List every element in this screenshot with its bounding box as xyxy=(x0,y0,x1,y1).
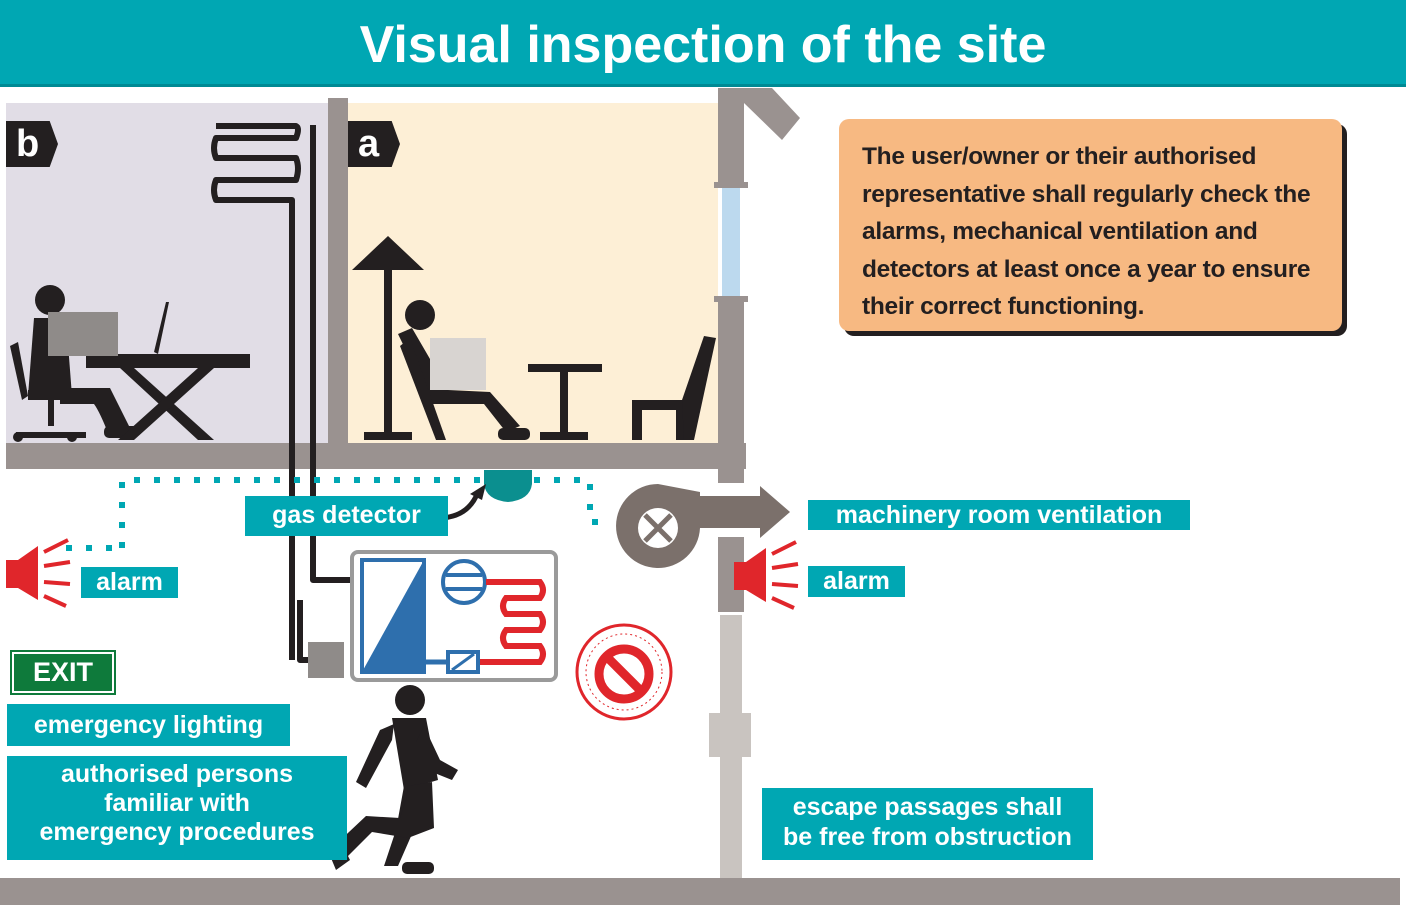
chimney-cap xyxy=(744,88,800,140)
window-pane xyxy=(722,188,740,298)
authorised-line-1: authorised persons xyxy=(61,760,293,788)
exit-sign-text: EXIT xyxy=(14,654,112,691)
alarm-wiring xyxy=(66,477,610,551)
lower-wall xyxy=(709,615,751,878)
room-a-background xyxy=(348,103,718,443)
room-label-b: b xyxy=(6,121,58,167)
inspection-notice: The user/owner or their authorised repre… xyxy=(839,119,1342,331)
escape-line-2: be free from obstruction xyxy=(783,823,1072,851)
heat-pump-unit-icon xyxy=(308,550,558,682)
monitor xyxy=(48,312,118,356)
alarm-label-right: alarm xyxy=(808,566,905,597)
walls xyxy=(0,88,1400,905)
no-entry-icon xyxy=(575,623,673,721)
alarm-siren-icon xyxy=(6,538,71,608)
room-label-a: a xyxy=(348,121,400,167)
title-banner: Visual inspection of the site xyxy=(0,0,1406,87)
gas-detector-icon xyxy=(484,470,532,502)
ventilation-fan-icon xyxy=(616,484,790,568)
alarm-label-left: alarm xyxy=(81,567,178,598)
emergency-lighting-label: emergency lighting xyxy=(7,704,290,746)
reading-person-icon xyxy=(352,236,716,440)
authorised-persons-label: authorised persons familiar with emergen… xyxy=(7,756,347,860)
alarm-siren-icon xyxy=(734,540,799,610)
authorised-line-3: emergency procedures xyxy=(39,818,315,846)
authorised-line-2: familiar with xyxy=(104,789,250,817)
blurred-book xyxy=(430,338,486,390)
escape-passages-label: escape passages shall be free from obstr… xyxy=(762,788,1093,860)
gas-detector-label: gas detector xyxy=(245,496,448,536)
page-title: Visual inspection of the site xyxy=(359,16,1047,74)
escape-line-1: escape passages shall xyxy=(792,793,1063,821)
machinery-ventilation-label: machinery room ventilation xyxy=(808,500,1190,530)
exit-sign: EXIT xyxy=(10,650,116,695)
walking-person-icon xyxy=(326,685,458,874)
